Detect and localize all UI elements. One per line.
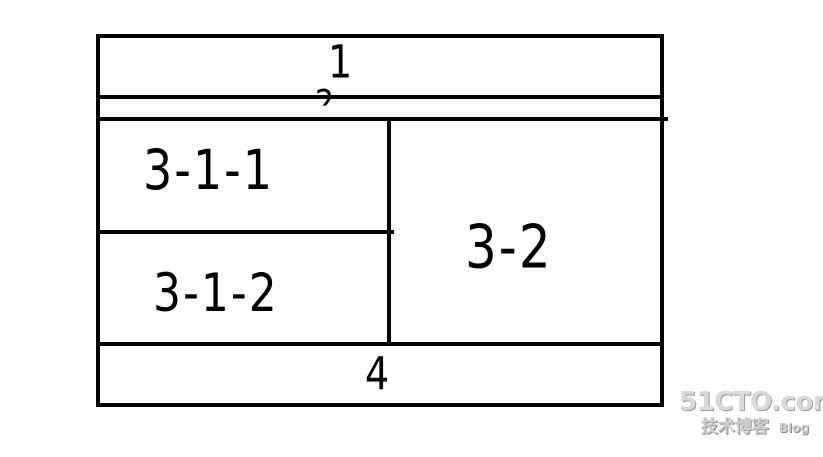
outer-frame [96, 34, 664, 407]
watermark-subtitle: 技术博客 [700, 417, 769, 437]
region-2-label: 2 [315, 82, 337, 125]
region-3-1-1-label: 3-1-1 [143, 137, 274, 203]
watermark-subtitle-row: 技术博客 Blog [679, 416, 809, 439]
region-3-2-label: 3-2 [465, 212, 553, 282]
watermark-blog: Blog [778, 421, 809, 435]
watermark: 51CTO.com 技术博客 Blog [679, 387, 823, 439]
watermark-site: 51CTO.com [679, 387, 823, 417]
region-3-1-2-label: 3-1-2 [153, 262, 279, 325]
region-1-label: 1 [328, 35, 355, 89]
region-4-label: 4 [365, 347, 392, 401]
